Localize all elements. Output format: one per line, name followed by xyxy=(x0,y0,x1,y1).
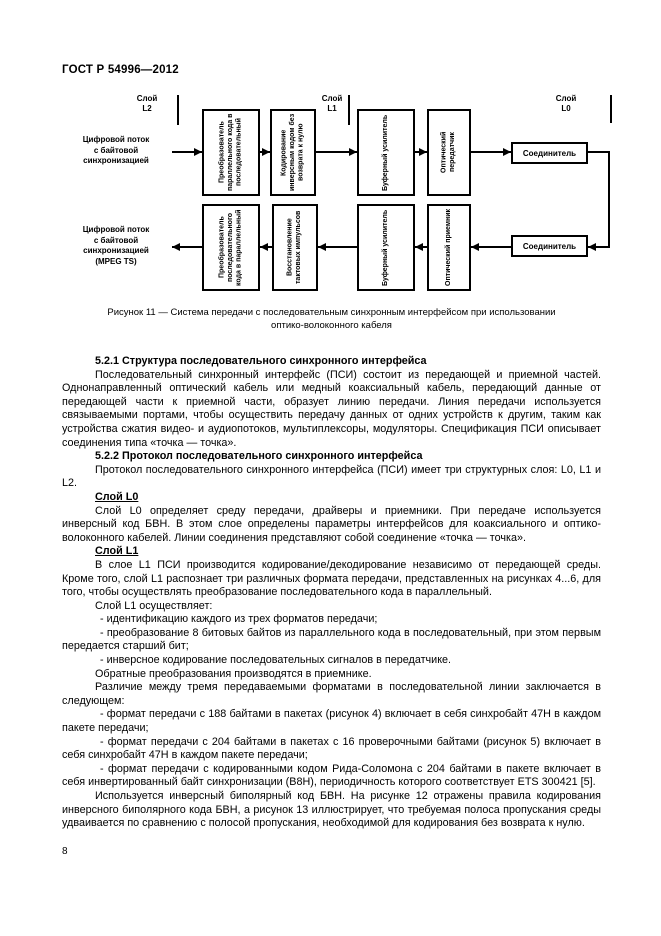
block-clock-recovery: Восстановление тактовых импульсов xyxy=(272,204,318,291)
fiber-cable-line xyxy=(608,151,610,248)
section-heading: 5.2.2 Протокол последовательного синхрон… xyxy=(95,450,423,463)
section-text: 5.2.1 Структура последовательного синхро… xyxy=(62,355,601,831)
list-item: - формат передачи с 204 байтами в пакета… xyxy=(62,735,601,762)
block-parallel-to-serial-converter: Преобразователь параллельного кода в пос… xyxy=(202,109,260,196)
connector-rx: Соединитель xyxy=(511,235,588,257)
list-item: - инверсное кодирование последовательных… xyxy=(100,654,452,667)
arrowhead-right xyxy=(194,148,202,156)
flow-line xyxy=(172,246,202,248)
arrowhead-right xyxy=(349,148,357,156)
input-stream-label: Цифровой поток с байтовой синхронизацией xyxy=(82,135,150,165)
arrowhead-left xyxy=(172,243,180,251)
block-optical-transmitter: Оптический передатчик xyxy=(427,109,471,196)
arrowhead-left xyxy=(415,243,423,251)
flow-line xyxy=(588,151,610,153)
flow-line xyxy=(172,151,202,153)
layer-l0-heading: Слой L0 xyxy=(95,490,139,503)
figure-caption: Рисунок 11 — Система передачи с последов… xyxy=(107,307,556,331)
paragraph: Протокол последовательного синхронного и… xyxy=(62,463,601,490)
layer-divider-line xyxy=(177,95,179,125)
arrowhead-left xyxy=(588,243,596,251)
flow-line xyxy=(318,246,357,248)
list-item: - преобразование 8 битовых байтов из пар… xyxy=(62,626,601,653)
arrowhead-right xyxy=(503,148,511,156)
layer-label-l1: Слой L1 xyxy=(321,94,343,113)
arrowhead-left xyxy=(318,243,326,251)
layer-l1-heading: Слой L1 xyxy=(95,545,139,558)
figure-11-diagram: Слой L2 Слой L1 Слой L0 Цифровой поток с… xyxy=(0,89,661,301)
arrowhead-left xyxy=(260,243,268,251)
list-item: - формат передачи с кодированными кодом … xyxy=(62,762,601,789)
block-serial-to-parallel-converter: Преобразователь последовательного кода в… xyxy=(202,204,260,291)
block-buffer-amplifier-rx: Буферный усилитель xyxy=(357,204,415,291)
paragraph: В слое L1 ПСИ производится кодирование/д… xyxy=(62,558,601,599)
list-item: - идентификацию каждого из трех форматов… xyxy=(100,613,378,626)
layer-divider-line xyxy=(610,95,612,123)
arrowhead-right xyxy=(419,148,427,156)
arrowhead-right xyxy=(262,148,270,156)
layer-label-l0: Слой L0 xyxy=(555,94,577,113)
page-header: ГОСТ Р 54996—2012 xyxy=(62,64,179,76)
paragraph: Обратные преобразования производятся в п… xyxy=(95,667,372,680)
block-buffer-amplifier-tx: Буферный усилитель xyxy=(357,109,415,196)
paragraph: Слой L0 определяет среду передачи, драйв… xyxy=(62,504,601,544)
layer-divider-line xyxy=(348,95,350,125)
output-stream-label: Цифровой поток с байтовой синхронизацией… xyxy=(82,225,150,266)
paragraph: Различие между тремя передаваемыми форма… xyxy=(62,681,601,707)
page-number: 8 xyxy=(62,845,68,857)
flow-line xyxy=(471,246,511,248)
flow-line xyxy=(316,151,357,153)
section-heading: 5.2.1 Структура последовательного синхро… xyxy=(95,355,427,367)
paragraph: Последовательный синхронный интерфейс (П… xyxy=(62,368,601,449)
layer-label-l2: Слой L2 xyxy=(136,94,158,113)
arrowhead-left xyxy=(471,243,479,251)
list-item: - формат передачи с 188 байтами в пакета… xyxy=(62,708,601,735)
block-optical-receiver: Оптический приемник xyxy=(427,204,471,291)
flow-line xyxy=(471,151,511,153)
block-nrzi-encoder: Кодирование инверсным кодом без возврата… xyxy=(270,109,316,196)
flow-line xyxy=(588,246,609,248)
paragraph: Используется инверсный биполярный код БВ… xyxy=(62,790,601,830)
connector-tx: Соединитель xyxy=(511,142,588,164)
paragraph: Слой L1 осуществляет: xyxy=(95,599,213,612)
